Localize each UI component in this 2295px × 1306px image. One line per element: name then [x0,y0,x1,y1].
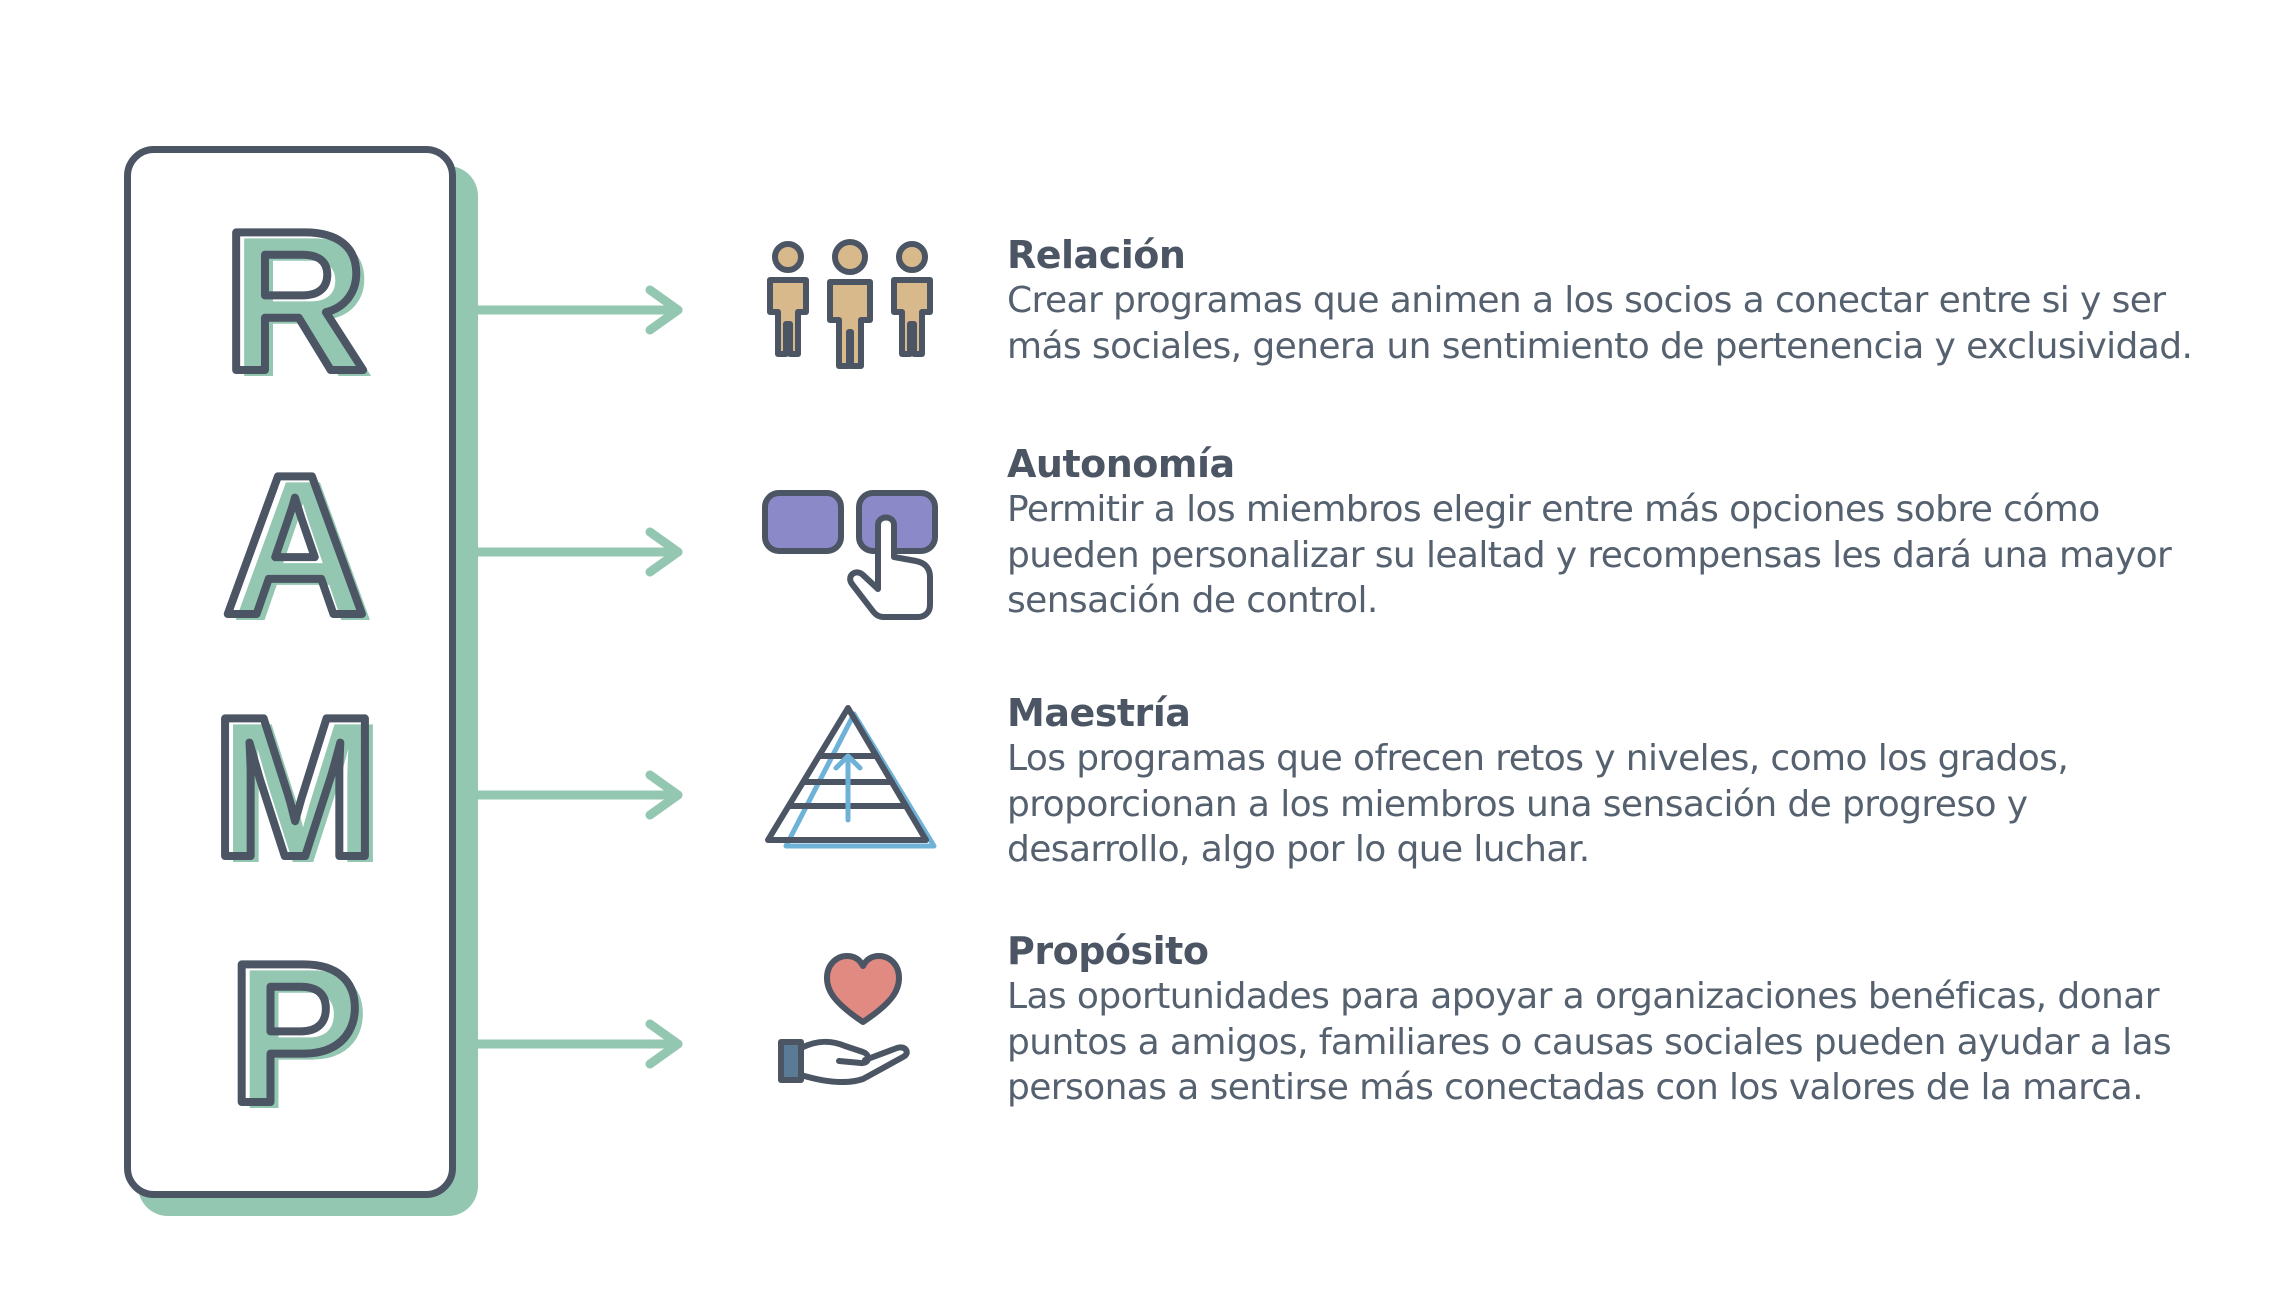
arrow-proposito-icon [478,1019,683,1069]
item-description-line: Los programas que ofrecen retos y nivele… [1007,738,2069,779]
pyramid-levels-icon [765,705,937,849]
item-description-line: pueden personalizar su lealtad y recompe… [1007,534,2172,576]
item-description-line: proporcionan a los miembros una sensació… [1007,783,2028,825]
choice-buttons-icon [762,490,938,620]
item-description-line: Las oportunidades para apoyar a organiza… [1007,976,2160,1017]
item-title: Maestría [1007,691,1191,735]
letter-r: R [223,190,367,413]
item-description-line: puntos a amigos, familiares o causas soc… [1007,1021,2172,1063]
ramp-acronym-box [124,146,456,1198]
item-description-line: Permitir a los miembros elegir entre más… [1007,489,2100,530]
item-title: Relación [1007,233,1186,277]
arrow-autonomia-icon [478,527,683,577]
letter-r-shadow: R [231,196,375,419]
item-title: Propósito [1007,929,1209,973]
item-title: Autonomía [1007,442,1235,486]
letter-m: M [212,676,379,899]
item-description-line: más sociales, genera un sentimiento de p… [1007,325,2193,367]
letter-m-shadow: M [220,682,387,905]
item-description-line: sensación de control. [1007,580,1378,621]
item-autonomia: Autonomía Permitir a los miembros elegir… [1007,441,2237,624]
arrow-maestria-icon [478,770,683,820]
letter-p-shadow: P [236,928,369,1151]
item-maestria: Maestría Los programas que ofrecen retos… [1007,690,2237,873]
letter-p: P [228,922,361,1145]
arrow-relacion-icon [478,285,683,335]
item-relacion: Relación Crear programas que animen a lo… [1007,232,2237,369]
heart-hand-icon [778,953,910,1085]
item-description-line: desarrollo, algo por lo que luchar. [1007,829,1590,870]
item-description-line: Crear programas que animen a los socios … [1007,280,2166,321]
people-group-icon [767,239,933,369]
item-proposito: Propósito Las oportunidades para apoyar … [1007,928,2237,1111]
letter-a-shadow: A [231,440,375,663]
letter-a: A [223,434,367,657]
item-description-line: personas a sentirse más conectadas con l… [1007,1067,2144,1108]
